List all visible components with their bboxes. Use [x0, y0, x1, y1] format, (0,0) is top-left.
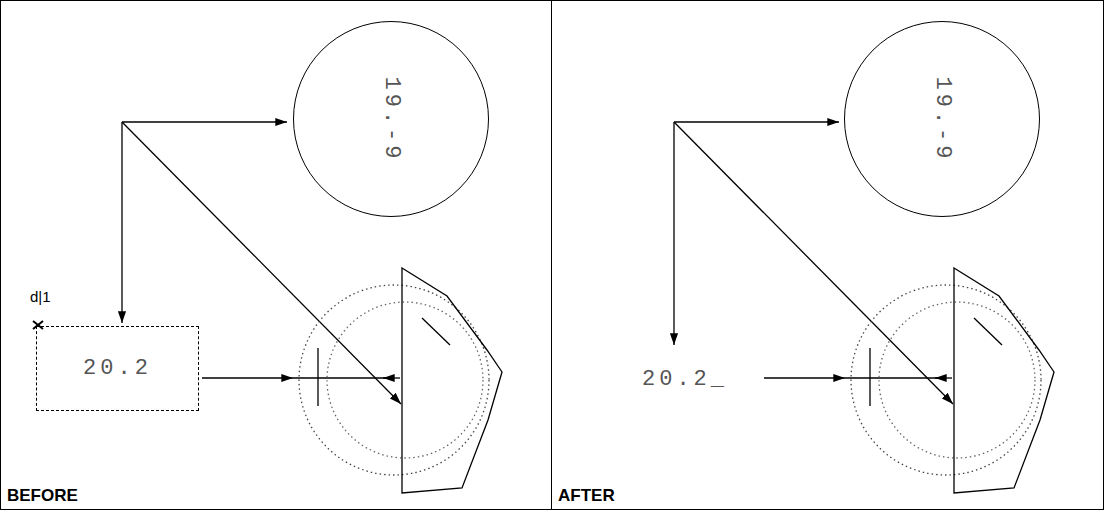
panel-heading: AFTER — [558, 486, 615, 506]
mark — [422, 318, 450, 345]
leader-line — [674, 121, 839, 122]
leader-line — [674, 122, 953, 404]
dotted-circle — [327, 302, 483, 458]
dimension-name: d|1 — [30, 288, 51, 305]
dimension-box: 20.2 — [36, 326, 199, 411]
dimension-text-node: 20.2_ — [610, 353, 760, 405]
dimension-value: 20.2 — [83, 356, 152, 381]
leader-line — [845, 377, 942, 378]
leader-line — [202, 377, 293, 378]
leader-line — [673, 122, 674, 345]
panel-frame: BEFORE 19.-9 20.2 — [0, 0, 552, 510]
dimension-value: 19.-9 — [929, 76, 954, 162]
leader-line — [121, 122, 122, 323]
panel-heading: BEFORE — [7, 486, 78, 506]
leader-line — [293, 377, 390, 378]
mark — [974, 318, 1002, 345]
half-disc — [402, 268, 502, 493]
half-disc — [954, 268, 1054, 493]
crosshair — [869, 348, 870, 406]
dotted-circle — [879, 302, 1035, 458]
leader-line — [383, 377, 400, 378]
dimension-value: 19.-9 — [378, 76, 403, 162]
dimension-circle: 19.-9 — [844, 21, 1040, 217]
crosshair — [317, 348, 318, 406]
leader-line — [935, 377, 952, 378]
before-art — [33, 122, 502, 493]
x-mark — [33, 321, 43, 329]
dimension-circle: 19.-9 — [293, 21, 489, 217]
leader-line — [122, 121, 287, 122]
leader-line — [122, 122, 401, 404]
leader-line — [764, 377, 845, 378]
after-art — [674, 122, 1054, 493]
panel-frame: AFTER 19.-9 20.2_ — [551, 0, 1104, 510]
dimension-value: 20.2_ — [642, 367, 728, 392]
x-mark — [33, 321, 43, 329]
